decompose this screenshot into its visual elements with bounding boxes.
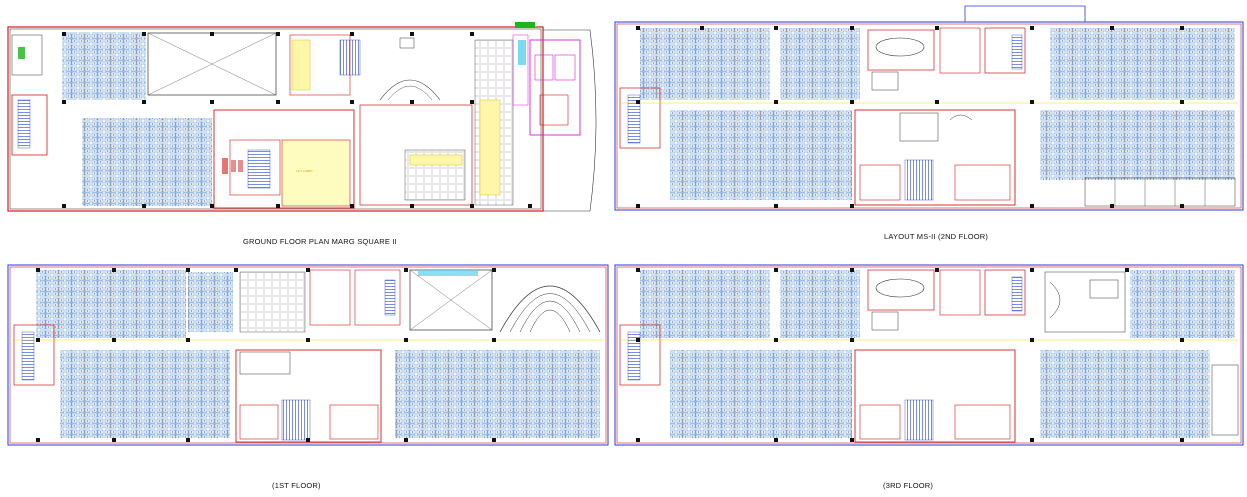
ground-floor-caption: GROUND FLOOR PLAN MARG SQUARE II (243, 237, 397, 246)
second-floor-plan (614, 5, 1244, 211)
first-floor-caption: (1ST FLOOR) (272, 481, 321, 490)
second-floor-caption: LAYOUT MS-II (2ND FLOOR) (884, 232, 989, 241)
svg-text:LIFT LOBBY: LIFT LOBBY (296, 169, 313, 173)
third-floor-plan (614, 264, 1244, 446)
third-floor-caption: (3RD FLOOR) (883, 481, 934, 490)
first-floor-plan (7, 264, 609, 446)
ground-floor-plan: LIFT LOBBY (7, 22, 597, 212)
